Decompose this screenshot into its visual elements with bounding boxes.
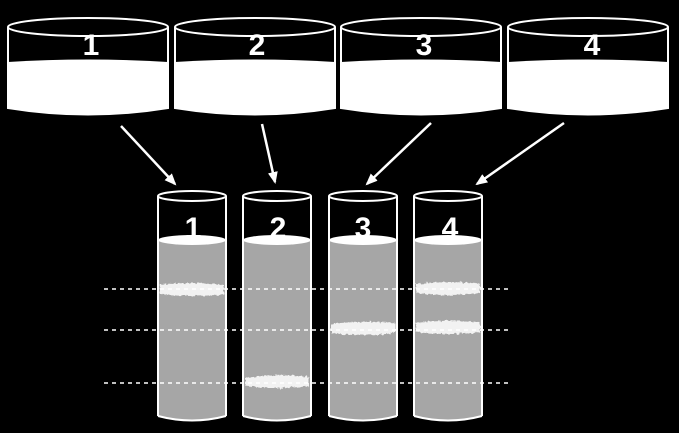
sample-container-4: 4 xyxy=(507,17,669,116)
sample-container-1-label: 1 xyxy=(83,29,100,62)
sample-container-2-label: 2 xyxy=(249,29,266,62)
arrow-1-to-tube-1 xyxy=(120,125,177,186)
arrow-4-to-tube-4 xyxy=(475,121,565,186)
centrifuge-tube-1: 1 xyxy=(157,190,227,422)
tube-4-band-2 xyxy=(416,320,480,334)
arrow-2-to-tube-2 xyxy=(260,123,278,184)
centrifuge-tube-4: 4 xyxy=(413,190,483,422)
tube-3-band-2 xyxy=(331,321,395,335)
tube-2-band-3 xyxy=(245,375,309,388)
centrifuge-tube-2-label: 2 xyxy=(270,212,287,245)
centrifuge-tube-4-label: 4 xyxy=(442,212,459,245)
sample-container-1: 1 xyxy=(7,17,169,116)
sample-container-3-label: 3 xyxy=(416,29,433,62)
centrifuge-tube-2: 2 xyxy=(242,190,312,422)
sample-container-3: 3 xyxy=(340,17,502,116)
arrow-3-to-tube-3 xyxy=(365,122,432,186)
sample-container-2: 2 xyxy=(174,17,336,116)
centrifuge-tube-1-label: 1 xyxy=(185,212,202,245)
centrifuge-tube-3: 3 xyxy=(328,190,398,422)
centrifuge-tube-3-label: 3 xyxy=(355,212,372,245)
sample-container-4-label: 4 xyxy=(584,29,601,62)
